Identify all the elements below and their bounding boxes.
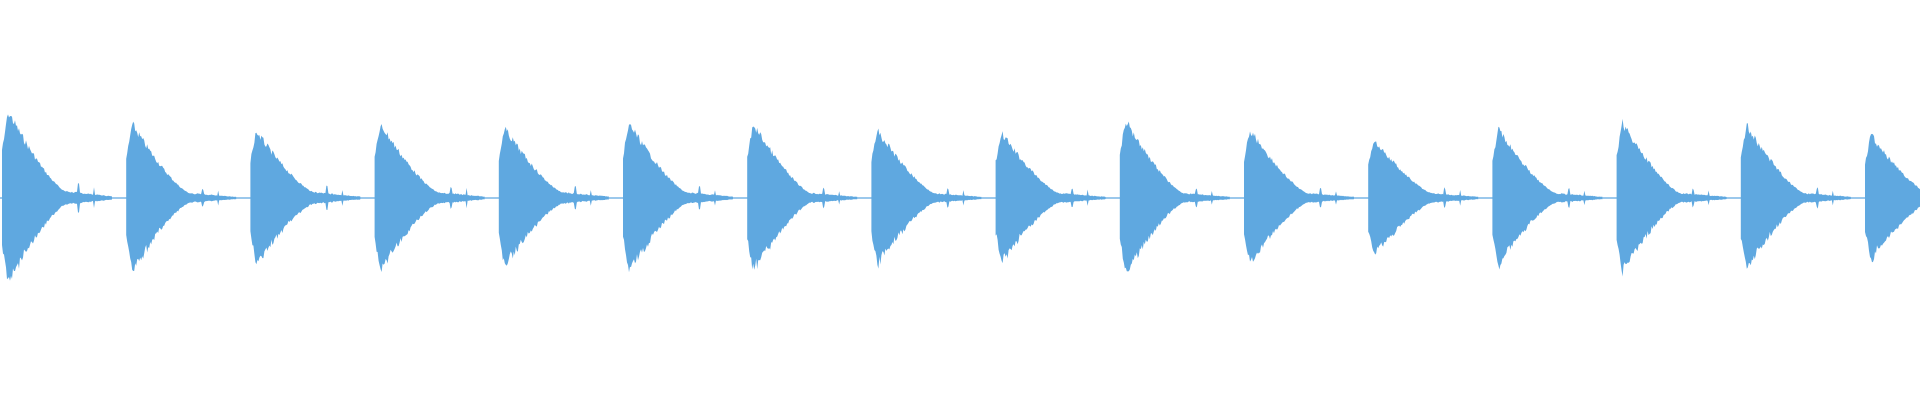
waveform-beat xyxy=(1244,131,1354,262)
waveform-beat xyxy=(623,124,733,273)
waveform-beat xyxy=(1368,141,1479,255)
waveform-beat xyxy=(2,114,112,281)
waveform-beat xyxy=(1740,123,1851,269)
waveform-beat xyxy=(126,121,237,271)
waveform-beat xyxy=(1119,121,1230,272)
waveform-beat xyxy=(250,132,361,265)
waveform-beat xyxy=(1616,118,1727,277)
waveform-beat xyxy=(747,126,858,270)
waveform-beat xyxy=(1492,126,1603,270)
waveform-beat xyxy=(498,126,609,266)
waveform-beat xyxy=(871,128,982,269)
waveform-beat xyxy=(995,131,1106,264)
waveform-beat xyxy=(374,124,485,272)
waveform-beat xyxy=(1865,133,1920,263)
